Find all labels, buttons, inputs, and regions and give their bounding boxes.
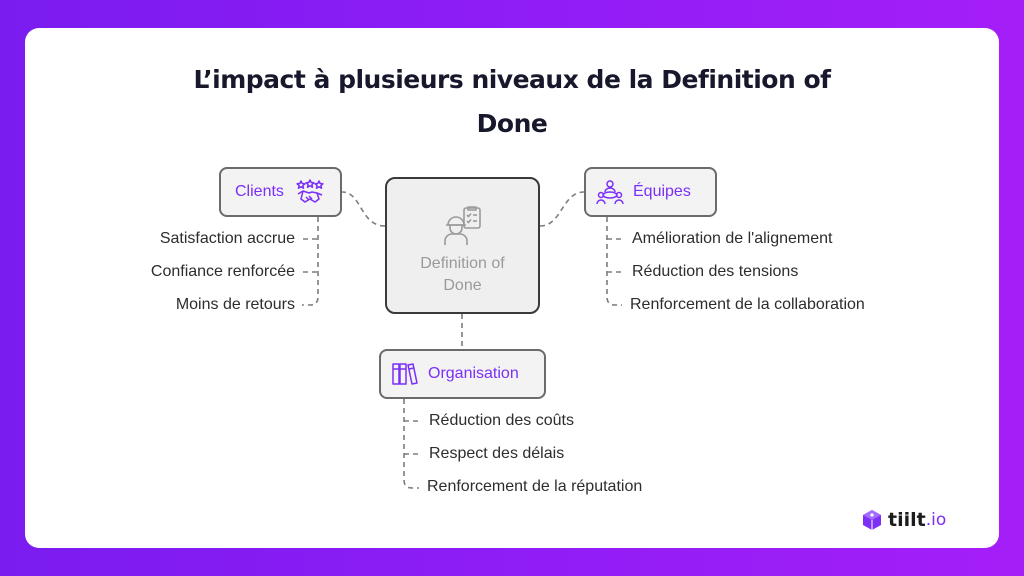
connector-clients-trunk: [302, 217, 319, 306]
connector-center-equipes: [539, 191, 585, 227]
worker-checklist-icon: [443, 206, 481, 245]
node-organisation: Organisation: [379, 349, 546, 399]
node-equipes: Équipes: [584, 167, 717, 217]
team-meeting-icon: [596, 180, 624, 205]
clients-item-3: Moins de retours: [175, 296, 295, 313]
title-line-2: Done: [476, 109, 548, 138]
equipes-item-3: Renforcement de la collaboration: [630, 296, 865, 313]
node-clients-label: Clients: [235, 183, 284, 200]
connector-equipes-trunk: [606, 217, 622, 306]
handshake-stars-icon: [296, 179, 324, 203]
center-node-definition-of-done: Definition of Done: [385, 177, 540, 314]
connector-center-clients: [341, 191, 386, 227]
node-clients: Clients: [219, 167, 342, 217]
center-node-label: Definition of Done: [420, 253, 505, 297]
brand-name: tiilt: [888, 509, 926, 531]
books-icon: [392, 363, 418, 385]
puzzle-cube-icon: [863, 510, 881, 530]
center-label-line-1: Definition of: [420, 255, 505, 272]
page-title: L’impact à plusieurs niveaux de la Defin…: [0, 58, 1024, 146]
center-label-line-2: Done: [443, 277, 482, 294]
organisation-item-2: Respect des délais: [429, 445, 565, 462]
node-equipes-label: Équipes: [633, 183, 691, 200]
connector-organisation-trunk: [403, 399, 419, 489]
equipes-item-1: Amélioration de l'alignement: [632, 230, 833, 247]
organisation-item-3: Renforcement de la réputation: [427, 478, 643, 495]
clients-item-2: Confiance renforcée: [150, 263, 295, 280]
title-line-1: L’impact à plusieurs niveaux de la Defin…: [193, 65, 831, 94]
organisation-item-1: Réduction des coûts: [429, 412, 574, 429]
equipes-item-2: Réduction des tensions: [632, 263, 799, 280]
clients-item-1: Satisfaction accrue: [159, 230, 295, 247]
node-organisation-label: Organisation: [428, 365, 519, 382]
brand-tld: .io: [925, 510, 947, 530]
tiilt-logo: tiilt.io: [861, 508, 946, 532]
